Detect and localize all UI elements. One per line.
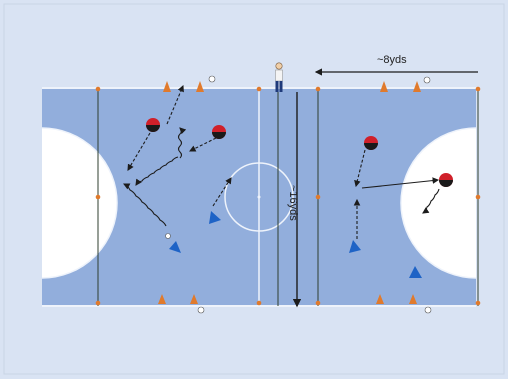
marker-dot [96,87,101,92]
width-label: ~8yds [377,54,407,66]
marker-dot [96,195,101,200]
marker-dot [316,195,321,200]
ball-icon [424,77,430,83]
attacker-disc-icon [439,173,453,187]
centre-spot [258,196,261,199]
marker-dot [96,301,101,306]
attacker-disc-icon [212,125,226,139]
marker-dot [257,87,262,92]
attacker-disc-icon [146,118,160,132]
marker-dot [316,87,321,92]
ball-icon [166,234,171,239]
marker-dot [257,301,262,306]
marker-dot [476,195,481,200]
length-label: ~16yds [287,185,299,221]
attacker-disc-icon [364,136,378,150]
marker-dot [476,87,481,92]
ball-icon [209,76,215,82]
marker-dot [476,301,481,306]
ball-icon [198,307,204,313]
ball-icon [425,307,431,313]
marker-dot [316,301,321,306]
